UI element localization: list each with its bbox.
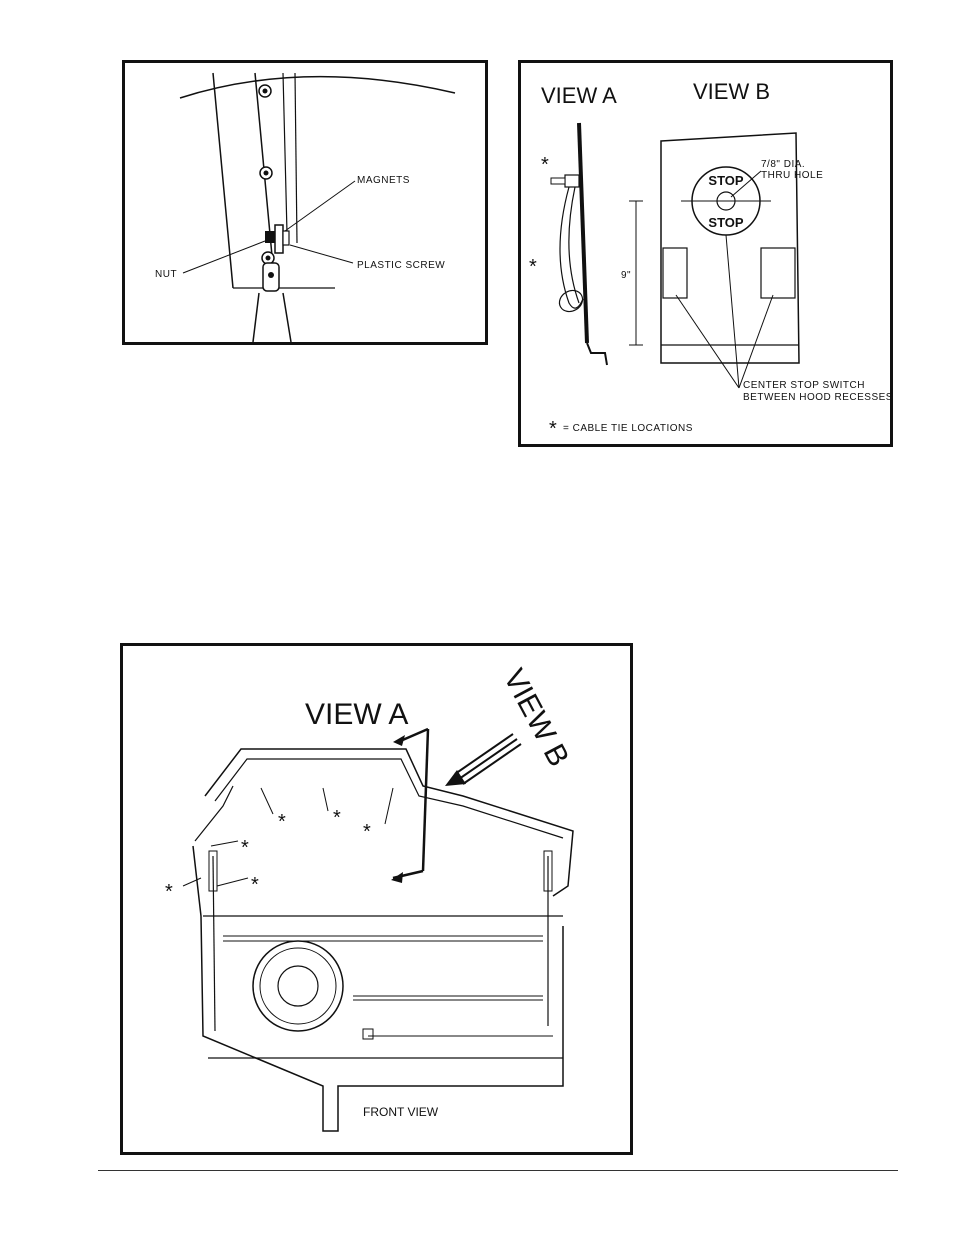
view-b-callout: VIEW B bbox=[497, 664, 575, 772]
view-a-callout: VIEW A bbox=[305, 698, 408, 731]
center-switch-line1: CENTER STOP SWITCH bbox=[743, 380, 865, 391]
dimension-label: 9" bbox=[621, 270, 631, 281]
view-b-title: VIEW B bbox=[693, 79, 770, 104]
hole-label-line1: 7/8" DIA. bbox=[761, 159, 805, 170]
figure-front-view: VIEW A VIEW B bbox=[120, 643, 633, 1155]
cable-tie-asterisk-6: * bbox=[251, 874, 259, 896]
cable-tie-asterisk-a1: * bbox=[541, 154, 549, 176]
hole-label-line2: THRU HOLE bbox=[761, 170, 823, 181]
figure-magnet-detail: MAGNETS PLASTIC SCREW NUT bbox=[122, 60, 488, 345]
figure-view-a-b-detail: VIEW A VIEW B * * STOP STOP 9" 7/8" DIA.… bbox=[518, 60, 893, 447]
view-a-title: VIEW A bbox=[541, 83, 617, 108]
stop-label-bottom: STOP bbox=[708, 215, 743, 230]
stop-label-top: STOP bbox=[708, 173, 743, 188]
view-a-b-drawing: VIEW A VIEW B * * STOP STOP 9" 7/8" DIA.… bbox=[521, 63, 890, 444]
front-view-label: FRONT VIEW bbox=[363, 1105, 439, 1119]
nut-label: NUT bbox=[155, 269, 177, 280]
cable-tie-asterisk-4: * bbox=[241, 837, 249, 859]
magnets-label: MAGNETS bbox=[357, 175, 410, 186]
cable-tie-asterisk-a2: * bbox=[529, 256, 537, 278]
cable-tie-asterisk-3: * bbox=[363, 821, 371, 843]
cable-tie-legend: = CABLE TIE LOCATIONS bbox=[563, 423, 693, 434]
cable-tie-asterisk-1: * bbox=[278, 811, 286, 833]
footer-rule bbox=[98, 1170, 898, 1171]
center-switch-line2: BETWEEN HOOD RECESSES bbox=[743, 392, 890, 403]
cable-tie-asterisk-5: * bbox=[165, 881, 173, 903]
magnet-detail-drawing: MAGNETS PLASTIC SCREW NUT bbox=[125, 63, 485, 342]
front-view-drawing: VIEW A VIEW B bbox=[123, 646, 630, 1152]
plastic-screw-label: PLASTIC SCREW bbox=[357, 260, 445, 271]
cable-tie-asterisk-2: * bbox=[333, 807, 341, 829]
legend-asterisk: * bbox=[549, 418, 557, 440]
